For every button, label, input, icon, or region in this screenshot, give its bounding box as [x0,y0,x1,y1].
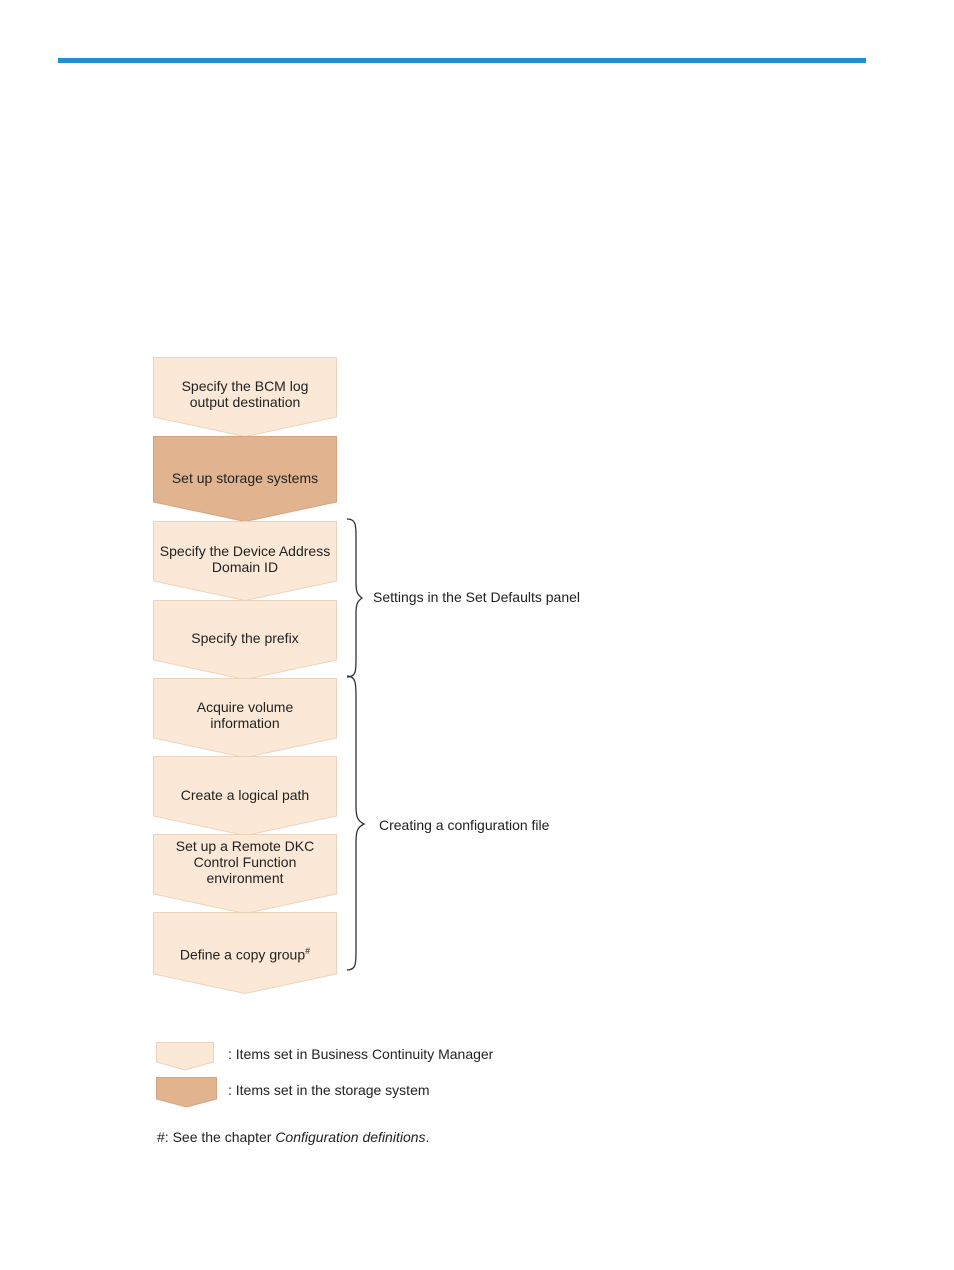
step-shape [153,600,337,681]
legend-storage-label: : Items set in the storage system [228,1082,430,1098]
footnote-marker: # [305,946,311,956]
step-label-line: environment [206,870,284,886]
step-shape [153,834,337,915]
step-label: Specify the prefix [153,630,337,646]
step-8-bcm: Define a copy group# [153,912,337,995]
legend-bcm-swatch [156,1042,214,1071]
step-shape [153,357,337,438]
step-label-line: Specify the prefix [191,630,299,646]
footnote-suffix: . [425,1129,430,1145]
step-label: Set up storage systems [153,470,337,486]
step-label-line: Acquire volume [196,699,294,715]
step-label-line: Set up storage systems [171,470,319,486]
footnote: #: See the chapter Configuration definit… [157,1129,429,1145]
step-shape [153,678,337,759]
config-file-brace-label: Creating a configuration file [379,817,550,833]
step-6-bcm: Create a logical path [153,756,337,837]
step-label: Create a logical path [153,787,337,803]
step-label-line: output destination [189,394,301,410]
step-label-line: Set up a Remote DKC [175,838,315,854]
step-label-line: Create a logical path [180,787,310,803]
step-4-bcm: Specify the prefix [153,600,337,681]
footnote-prefix: #: See the chapter [157,1129,276,1145]
step-label-line: Specify the BCM log [181,378,309,394]
config-file-brace [346,675,366,971]
top-rule [58,58,866,63]
step-label-line: Control Function [193,854,297,870]
legend-bcm-label: : Items set in Business Continuity Manag… [228,1046,494,1062]
step-label-line: Define a copy group [179,946,306,963]
step-shape [153,756,337,837]
set-defaults-brace [346,518,364,678]
footnote-title: Configuration definitions [275,1129,426,1145]
step-label-line: Specify the Device Address [159,543,331,559]
step-label: Define a copy group# [153,943,337,963]
step-label-line: Domain ID [211,559,279,575]
step-shape [153,912,337,995]
step-label-line: information [210,715,280,731]
step-shape [153,436,337,523]
step-shape [153,521,337,602]
step-2-storage: Set up storage systems [153,436,337,523]
legend-storage-swatch [156,1077,217,1108]
set-defaults-brace-label: Settings in the Set Defaults panel [373,589,581,605]
